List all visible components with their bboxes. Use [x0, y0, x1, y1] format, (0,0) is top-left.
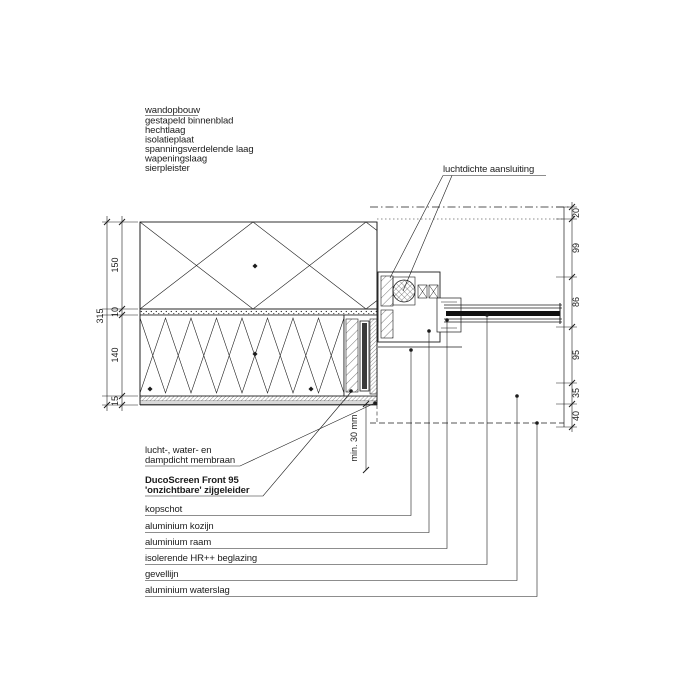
label-layer-2: isolatieplaat — [145, 135, 194, 146]
bottom-labels: lucht-, water- en dampdicht membraan Duc… — [145, 313, 539, 597]
label-luchtdichte-aansluiting: luchtdichte aansluiting — [443, 164, 534, 175]
levelling-layer — [139, 395, 378, 402]
insulation-zigzag-2 — [139, 317, 345, 394]
dimension-chain-right: 20 99 86 95 35 40 — [556, 202, 581, 432]
label-membrane-1: lucht-, water- en — [145, 445, 211, 456]
extension-lines-right — [556, 206, 577, 428]
raam-leader — [145, 320, 448, 549]
wall-buildup-labels: wandopbouw gestapeld binnenblad hechtlaa… — [144, 105, 254, 174]
ticks-right — [568, 203, 576, 431]
kopschot-hatch-block — [345, 318, 359, 393]
frame-hatch-top — [380, 275, 394, 307]
airtight-label-group: luchtdichte aansluiting — [389, 164, 546, 292]
sash-detail-lines — [441, 301, 457, 329]
frame-hatch-bottom — [380, 309, 394, 339]
dim-left-140: 140 — [110, 347, 120, 362]
label-layer-3: spanningsverdelende laag — [145, 144, 254, 155]
kozijn-dot — [427, 329, 431, 333]
kopschot-plate — [369, 318, 378, 395]
reference-lines — [370, 206, 572, 427]
label-duco-2: 'onzichtbare' zijgeleider — [145, 485, 250, 496]
wall-section — [139, 221, 378, 406]
duco-leader — [145, 391, 352, 497]
window-frame — [377, 271, 462, 348]
thermal-break-boxes — [417, 284, 439, 299]
dim-right-35: 35 — [571, 388, 581, 398]
min30-annotation: min. 30 mm — [349, 400, 370, 474]
beglazing-dot — [485, 313, 489, 317]
label-kozijn: aluminium kozijn — [145, 521, 214, 532]
extension-lines-left — [102, 221, 138, 406]
label-layer-5: sierpleister — [145, 163, 190, 174]
adhesive-layer — [139, 308, 378, 316]
label-raam: aluminium raam — [145, 537, 211, 548]
label-kopschot: kopschot — [145, 504, 183, 515]
waterslag-dot — [535, 421, 539, 425]
beglazing-leader — [145, 315, 488, 565]
insulation-zigzag-1 — [139, 317, 345, 394]
membrane-dot — [373, 401, 377, 405]
label-beglazing: isolerende HR++ beglazing — [145, 553, 257, 564]
label-duco-1: DucoScreen Front 95 — [145, 475, 239, 486]
label-layer-0: gestapeld binnenblad — [145, 116, 233, 127]
dim-left-10: 10 — [110, 307, 120, 317]
reinforcement-layer — [140, 401, 377, 405]
membrane-leader — [145, 402, 376, 467]
ticks-left-total — [103, 218, 111, 409]
label-layer-4: wapeningslaag — [144, 154, 207, 165]
glass-unit-line — [446, 311, 560, 316]
duco-dot — [349, 389, 353, 393]
label-waterslag: aluminium waterslag — [145, 585, 230, 596]
label-gevellijn: gevellijn — [145, 569, 178, 580]
airtight-leader-2 — [402, 175, 453, 292]
dim-right-20: 20 — [571, 208, 581, 218]
dim-right-99: 99 — [571, 243, 581, 253]
masonry-hatch — [139, 221, 378, 310]
ticks-left-segments — [118, 218, 126, 409]
airtight-leader-1 — [389, 175, 444, 279]
dim-right-40: 40 — [571, 411, 581, 421]
kopschot-assembly — [343, 314, 378, 397]
insulation-layer — [139, 314, 345, 397]
glazing — [444, 303, 562, 324]
side-guide-insert — [362, 323, 367, 389]
gevellijn-leader — [145, 396, 518, 581]
label-wandopbouw: wandopbouw — [144, 105, 200, 116]
dim-right-95: 95 — [571, 350, 581, 360]
dim-left-15: 15 — [110, 396, 120, 406]
screen-roller — [392, 279, 416, 303]
label-membrane-2: dampdicht membraan — [145, 455, 235, 466]
waterslag-leader — [145, 423, 538, 597]
dim-left-total: 315 — [95, 308, 105, 323]
raam-dot — [445, 318, 449, 322]
kozijn-leader — [145, 331, 430, 533]
masonry-layer — [139, 221, 378, 310]
dim-right-86: 86 — [571, 297, 581, 307]
gevellijn-dot — [515, 394, 519, 398]
label-min-30-mm: min. 30 mm — [349, 414, 359, 461]
dimension-chain-left: 315 150 10 140 15 — [95, 216, 138, 411]
dim-left-150: 150 — [110, 257, 120, 272]
label-layer-1: hechtlaag — [145, 125, 185, 136]
kopschot-dot — [409, 348, 413, 352]
kopschot-leader — [145, 350, 412, 516]
